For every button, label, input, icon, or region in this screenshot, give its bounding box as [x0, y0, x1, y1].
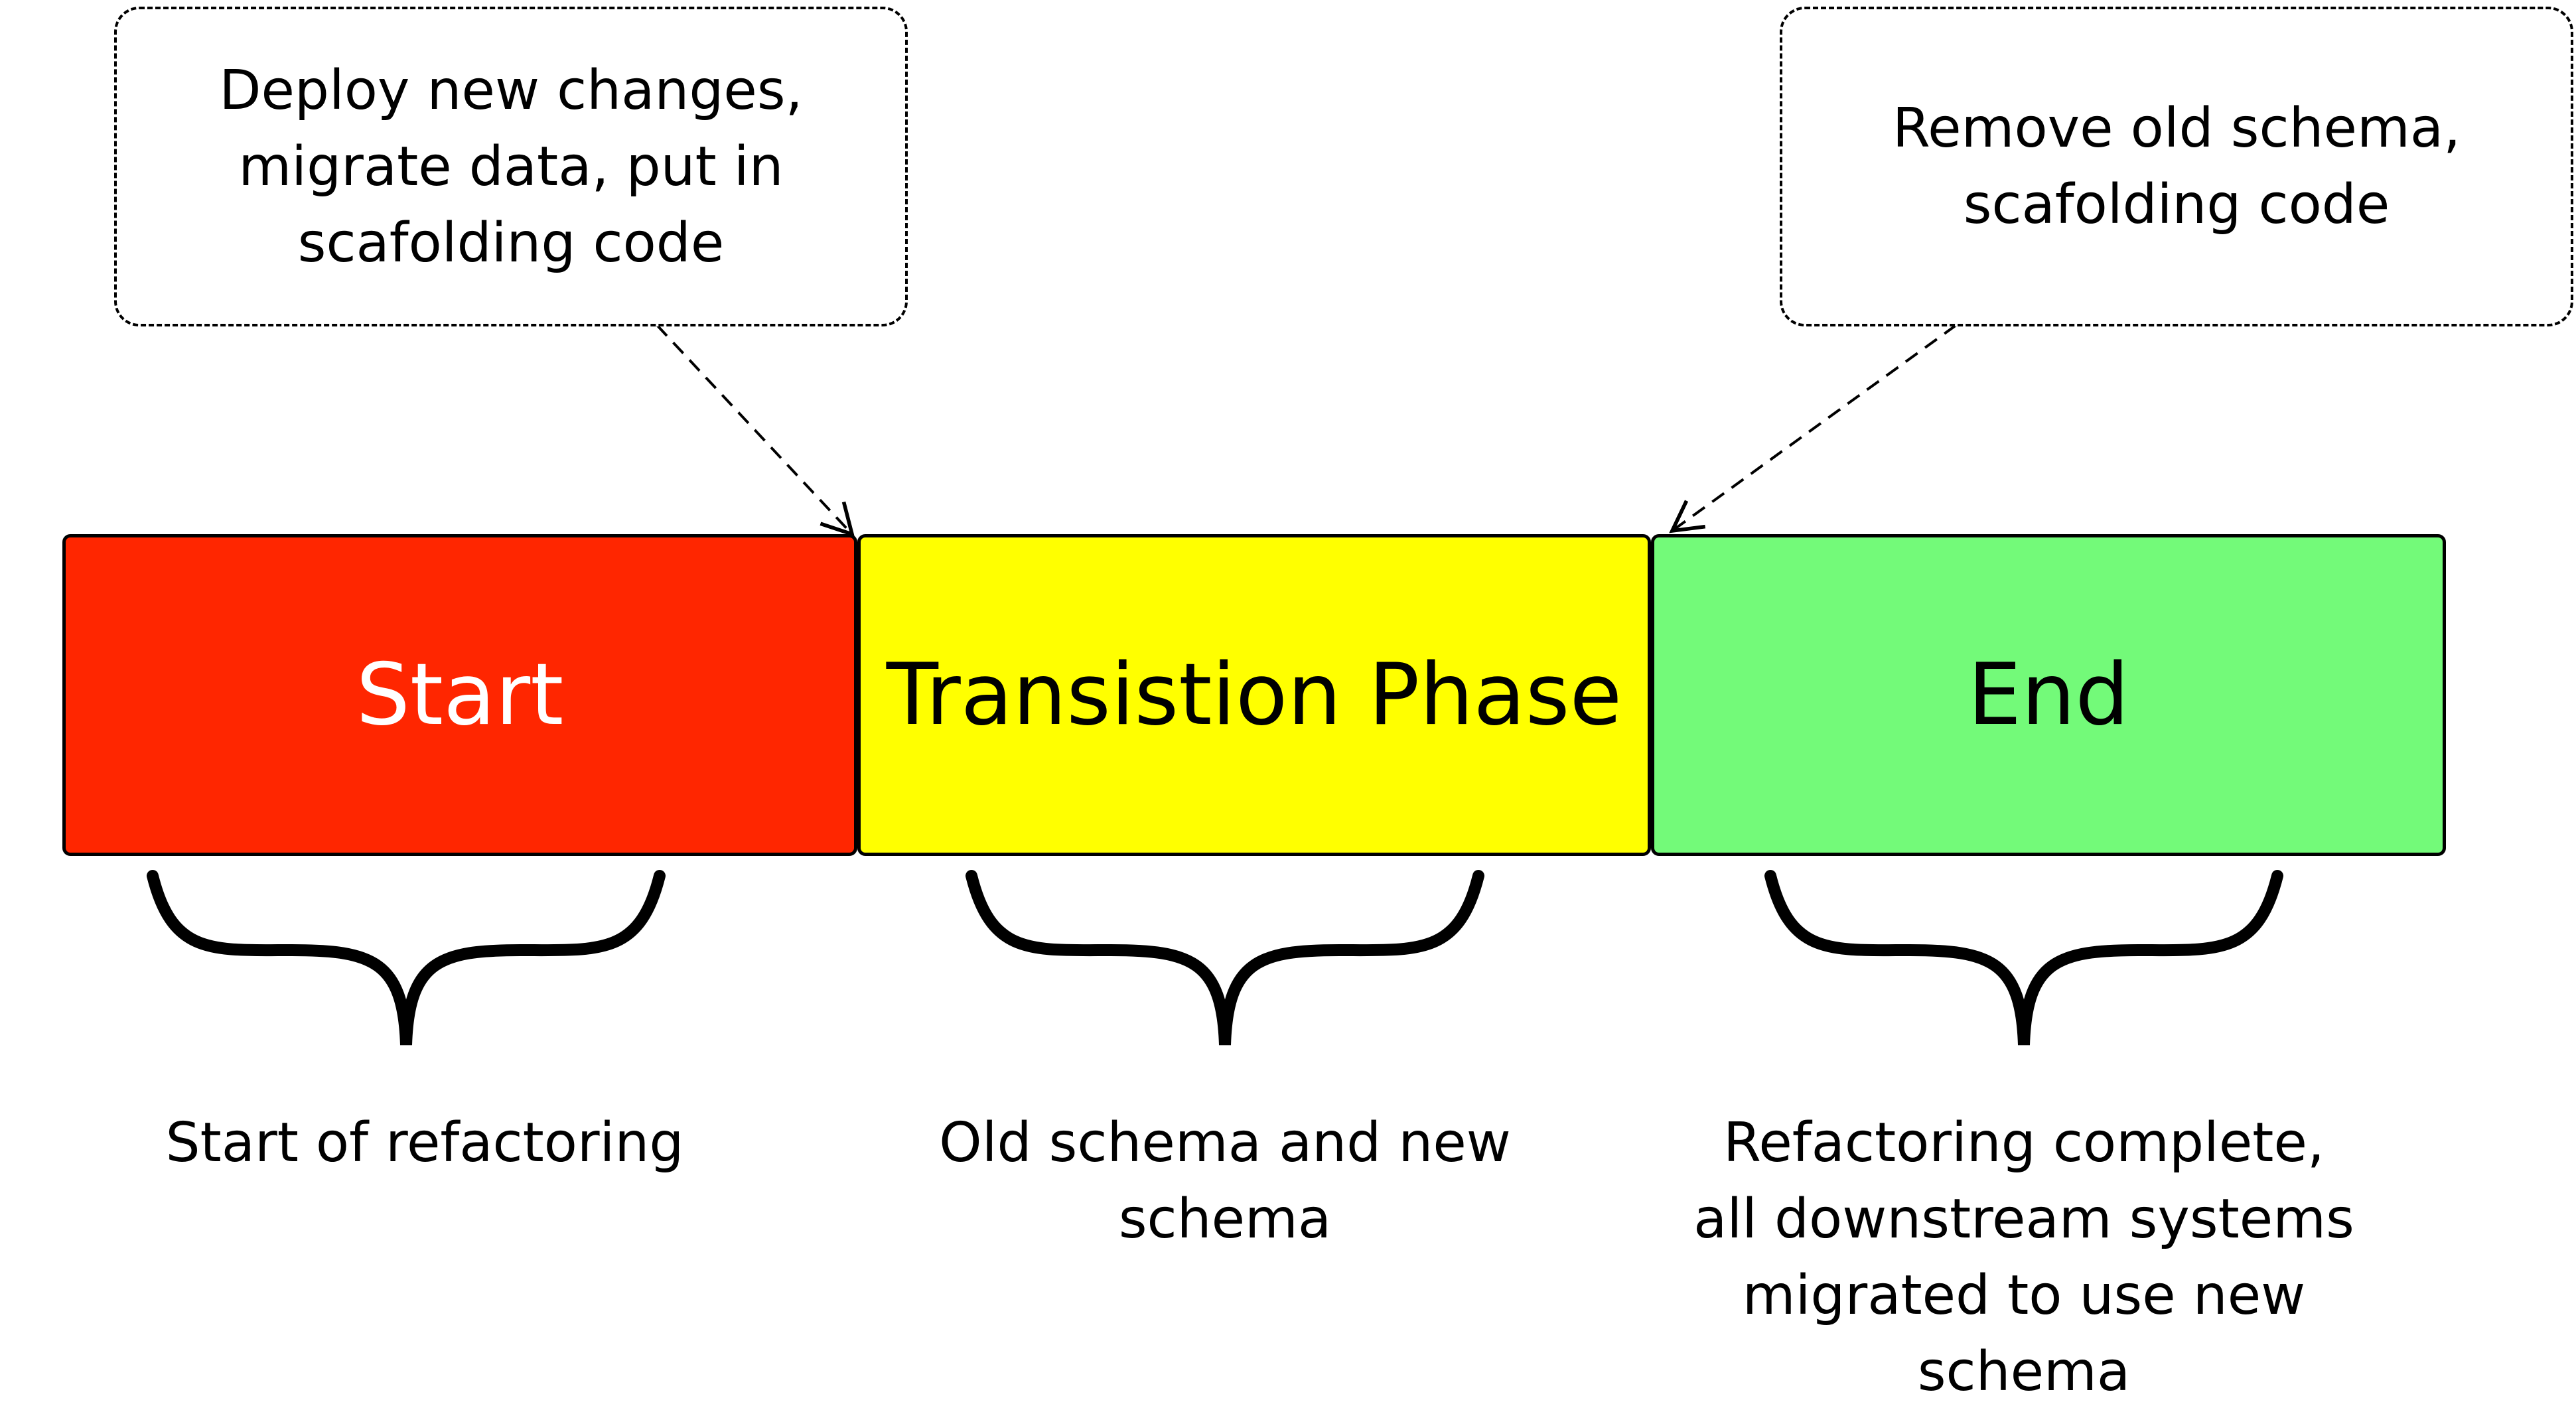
remove-callout: Remove old schema, scafolding code	[1780, 7, 2573, 326]
transition-phase-label: Transistion Phase	[886, 646, 1622, 744]
deploy-callout: Deploy new changes, migrate data, put in…	[114, 7, 908, 326]
transition-brace	[966, 870, 1484, 1046]
end-brace	[1764, 870, 2283, 1046]
end-phase-label: End	[1968, 646, 2129, 744]
transition-caption: Old schema and new schema	[939, 1111, 1511, 1251]
start-caption: Start of refactoring	[165, 1111, 684, 1174]
remove-arrow	[1669, 324, 1958, 533]
start-phase-label: Start	[356, 646, 564, 744]
start-phase-box: Start	[62, 534, 857, 856]
end-phase-box: End	[1651, 534, 2446, 856]
remove-callout-text: Remove old schema, scafolding code	[1892, 97, 2461, 236]
start-brace	[147, 870, 666, 1046]
deploy-arrow	[656, 324, 855, 537]
end-caption: Refactoring complete, all downstream sys…	[1693, 1111, 2354, 1403]
transition-phase-box: Transistion Phase	[857, 534, 1651, 856]
deploy-callout-text: Deploy new changes, migrate data, put in…	[219, 58, 803, 275]
